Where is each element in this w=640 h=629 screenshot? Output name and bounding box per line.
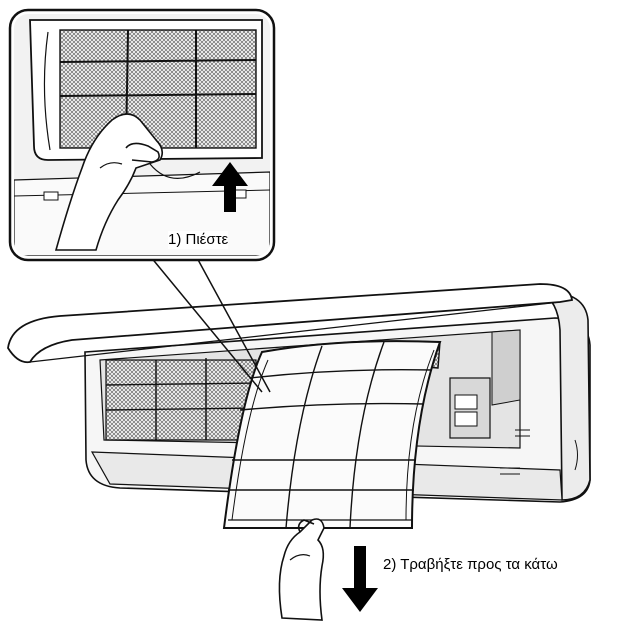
front-lid bbox=[7, 283, 574, 364]
hand-pull-icon bbox=[278, 518, 325, 621]
up-arrow-icon bbox=[212, 162, 248, 212]
callout-pointer bbox=[149, 255, 271, 393]
down-arrow-icon bbox=[342, 546, 378, 612]
step-2-pull-down-label: 2) Τραβήξτε προς τα κάτω bbox=[383, 556, 558, 574]
detail-inset bbox=[8, 8, 276, 262]
hand-press-icon bbox=[54, 113, 164, 251]
step-1-press-label: 1) Πιέστε bbox=[168, 231, 229, 249]
air-filter bbox=[222, 340, 442, 529]
